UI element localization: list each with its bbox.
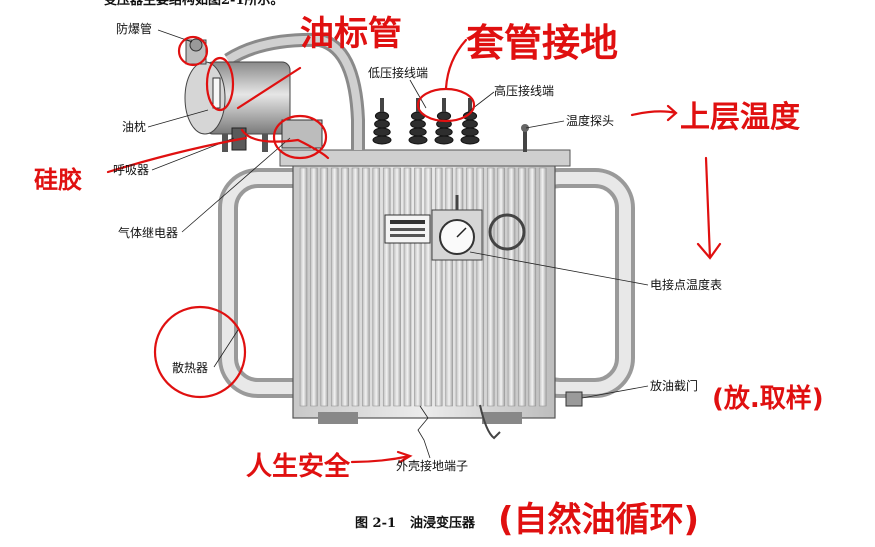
cooling-fin bbox=[486, 167, 495, 407]
cooling-fin bbox=[299, 167, 308, 407]
cooling-fin bbox=[476, 167, 485, 407]
label-hv-terminal: 高压接线端 bbox=[494, 84, 555, 98]
label-contact-thermometer: 电接点温度表 bbox=[650, 278, 723, 292]
cooling-fin bbox=[466, 167, 474, 407]
cooling-fin bbox=[455, 167, 464, 407]
annotation-oil-level-gauge: 油标管 bbox=[300, 14, 402, 54]
leader-lines bbox=[147, 29, 649, 459]
ink-circle-oil-gauge bbox=[205, 56, 235, 112]
conservator-tank bbox=[184, 32, 365, 150]
cooling-fin bbox=[320, 167, 329, 407]
bushings bbox=[372, 98, 480, 145]
cooling-fin bbox=[528, 167, 537, 407]
cooling-fin bbox=[424, 167, 433, 407]
cooling-fin bbox=[362, 167, 370, 407]
cooling-fin bbox=[330, 167, 339, 407]
cooling-fin bbox=[434, 167, 443, 407]
cooling-fin bbox=[310, 167, 318, 407]
ink-arrow-silica bbox=[106, 136, 248, 174]
cooling-fin bbox=[538, 167, 547, 407]
label-drain-valve: 放油截门 bbox=[650, 379, 699, 393]
annotation-cooling: (自然油循环) bbox=[498, 500, 700, 540]
ink-line-bushing bbox=[444, 38, 468, 90]
bushing bbox=[460, 98, 480, 145]
caption-title: 油浸变压器 bbox=[410, 516, 476, 531]
header-fragment: 变压器主要结构如图2-1所示。 bbox=[104, 0, 284, 8]
cooling-fin bbox=[341, 167, 349, 407]
annotation-silica-gel: 硅胶 bbox=[34, 166, 82, 194]
tank-cover bbox=[279, 149, 571, 167]
cooling-fins bbox=[299, 167, 547, 407]
label-temp-probe: 温度探头 bbox=[566, 114, 615, 128]
cooling-fin bbox=[507, 167, 516, 407]
cooling-fin bbox=[393, 167, 401, 407]
ink-arrow-gauge bbox=[236, 66, 302, 110]
drain-valve bbox=[565, 391, 583, 407]
ink-arrow-safety bbox=[350, 450, 413, 464]
label-breather: 呼吸器 bbox=[113, 163, 150, 177]
ink-arrow-down bbox=[696, 156, 722, 260]
annotation-top-oil-temp: 上层温度 bbox=[680, 100, 800, 135]
ink-curve-breather bbox=[240, 128, 330, 160]
cooling-fin bbox=[372, 167, 381, 407]
label-ground-terminal: 外壳接地端子 bbox=[396, 459, 469, 473]
cooling-fin bbox=[351, 167, 360, 407]
ink-circle-radiator bbox=[153, 305, 247, 399]
cooling-fin bbox=[382, 167, 391, 407]
label-radiator: 散热器 bbox=[172, 361, 209, 375]
ink-arrow-temp bbox=[630, 104, 678, 122]
cooling-fin bbox=[497, 167, 505, 407]
gas-relay bbox=[281, 119, 323, 149]
base-foot-left bbox=[318, 412, 358, 424]
cooling-fin bbox=[518, 167, 526, 407]
ink-annotations bbox=[106, 35, 722, 464]
base-foot-right bbox=[482, 412, 522, 424]
annotation-bushing: 套管接地 bbox=[466, 21, 619, 65]
ground-terminal bbox=[479, 404, 501, 440]
caption-number: 图 2-1 bbox=[355, 516, 397, 531]
ink-circle-explosion-pipe bbox=[177, 35, 209, 67]
label-conservator: 油枕 bbox=[122, 120, 147, 134]
label-explosion-pipe: 防爆管 bbox=[116, 22, 153, 36]
cooling-fin bbox=[445, 167, 453, 407]
annotation-sampling: (放.取样) bbox=[712, 384, 824, 414]
cooling-fin bbox=[414, 167, 422, 407]
annotation-safety: 人生安全 bbox=[246, 452, 351, 482]
bushing bbox=[434, 98, 454, 145]
label-lv-terminal: 低压接线端 bbox=[368, 66, 429, 80]
cooling-fin bbox=[403, 167, 412, 407]
contact-thermometer bbox=[431, 195, 526, 261]
bushing bbox=[372, 98, 392, 145]
label-gas-relay: 气体继电器 bbox=[118, 226, 179, 240]
ink-circle-relay bbox=[272, 114, 328, 160]
